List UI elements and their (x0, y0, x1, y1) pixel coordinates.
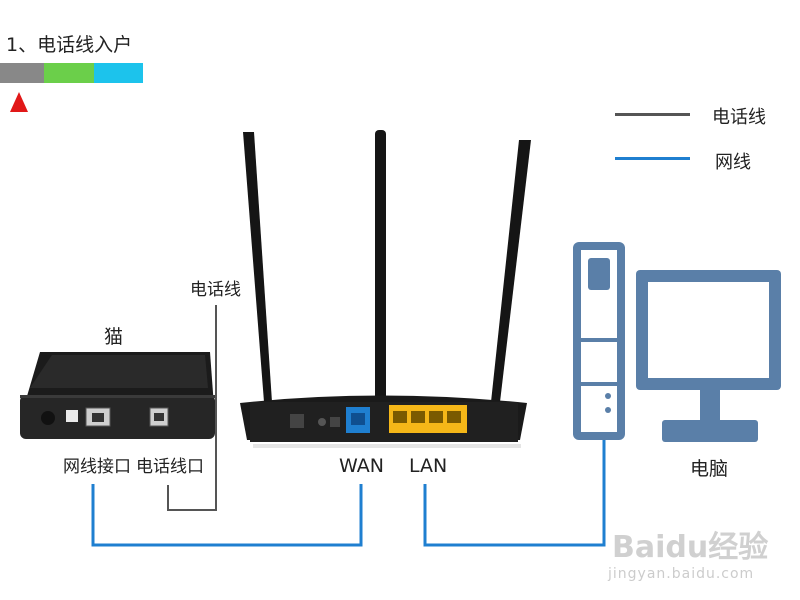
step-bar-cyan (94, 63, 143, 83)
step-bar-green (44, 63, 94, 83)
computer-label: 电脑 (690, 458, 729, 480)
phone-line (167, 305, 217, 511)
legend-phone-line-label: 电话线 (712, 107, 766, 128)
router-icon (240, 130, 531, 448)
router-wan-label: WAN (339, 455, 384, 477)
computer-icon (573, 242, 781, 442)
modem-label: 猫 (104, 326, 124, 348)
legend-network-line-swatch (615, 157, 690, 160)
modem-icon (20, 352, 215, 439)
legend-network-line-label: 网线 (715, 152, 751, 173)
modem-port-phone-label: 电话线口 (136, 457, 204, 477)
phone-line-label: 电话线 (190, 280, 241, 300)
network-line-modem-router (91, 484, 363, 547)
step-bar-gray (0, 63, 44, 83)
watermark-brand: Baidu经验 (612, 530, 769, 565)
current-step-marker-icon (10, 92, 28, 112)
legend-phone-line-swatch (615, 113, 690, 116)
router-lan-label: LAN (409, 455, 448, 477)
watermark-url: jingyan.baidu.com (608, 566, 755, 582)
network-line-router-computer (423, 440, 606, 547)
modem-port-network-label: 网线接口 (63, 457, 131, 477)
step-title: 1、电话线入户 (6, 34, 133, 56)
